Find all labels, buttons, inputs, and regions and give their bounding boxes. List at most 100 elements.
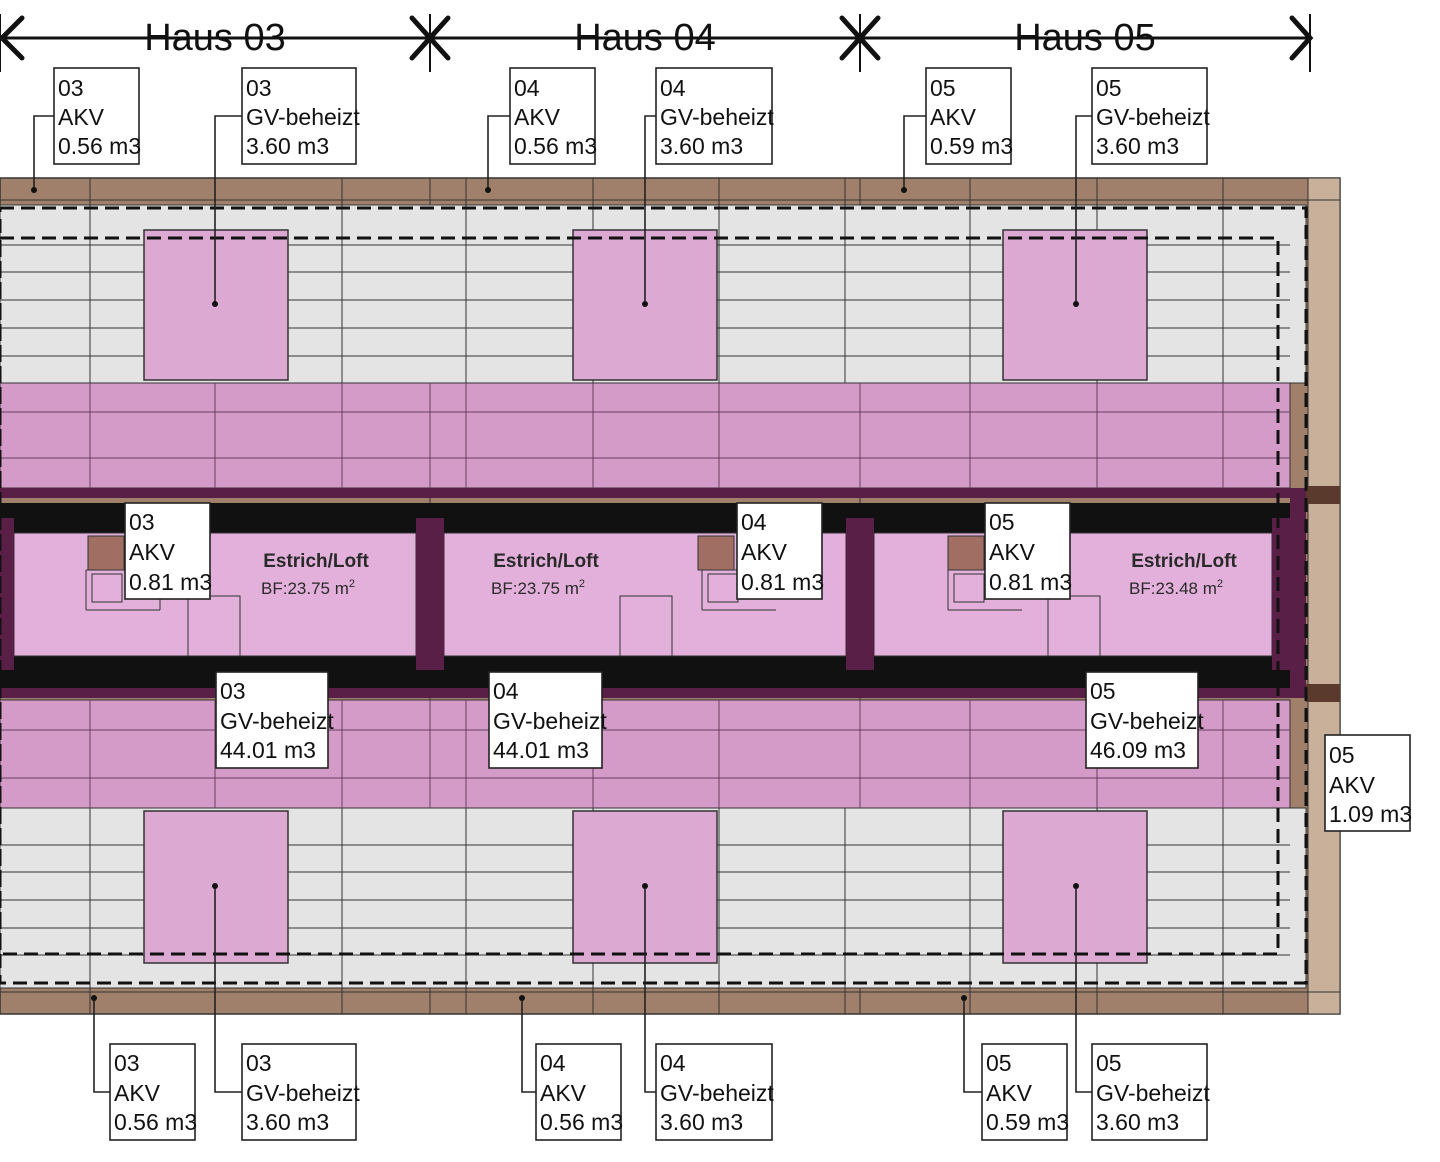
tag-volume: 0.56 m3 <box>540 1109 623 1135</box>
tag-haus-03-mid-gv: 03 GV-beheizt 44.01 m3 <box>215 671 334 769</box>
tag-volume: 44.01 m3 <box>220 737 316 763</box>
tag-id: 04 <box>493 678 519 704</box>
tag-haus-03-bottom-akv: 03 AKV 0.56 m3 <box>109 1043 197 1141</box>
tag-haus-03-bottom-gv: 03 GV-beheizt 3.60 m3 <box>241 1043 360 1141</box>
tag-volume: 44.01 m3 <box>493 737 589 763</box>
tag-id: 04 <box>660 75 686 101</box>
tag-volume: 0.56 m3 <box>58 133 141 159</box>
haus-03-title: Haus 03 <box>144 17 286 59</box>
tag-volume: 0.81 m3 <box>989 569 1072 595</box>
tag-type: AKV <box>989 539 1036 565</box>
tag-volume: 0.56 m3 <box>114 1109 197 1135</box>
tag-type: GV-beheizt <box>1090 708 1204 734</box>
haus-04-title: Haus 04 <box>574 17 716 59</box>
tag-haus-04-top-akv: 04 AKV 0.56 m3 <box>509 67 597 165</box>
beam-top <box>0 503 1290 533</box>
tag-haus-03-top-gv: 03 GV-beheizt 3.60 m3 <box>241 67 360 165</box>
tag-id: 03 <box>129 509 155 535</box>
tag-volume: 0.59 m3 <box>986 1109 1069 1135</box>
tag-type: GV-beheizt <box>1096 104 1210 130</box>
tag-id: 05 <box>1096 1050 1122 1076</box>
tag-type: AKV <box>514 104 561 130</box>
tag-id: 05 <box>1329 742 1355 768</box>
tag-type: AKV <box>986 1080 1033 1106</box>
tag-id: 04 <box>540 1050 566 1076</box>
heated-band-top <box>0 382 1291 489</box>
room-name: Estrich/Loft <box>1131 551 1237 572</box>
tag-id: 05 <box>986 1050 1012 1076</box>
tag-type: AKV <box>1329 772 1376 798</box>
room-name: Estrich/Loft <box>493 551 599 572</box>
tag-id: 05 <box>1096 75 1122 101</box>
room-label-haus-04: Estrich/Loft BF:23.75 m2 <box>491 551 599 598</box>
tag-id: 03 <box>58 75 84 101</box>
tag-type: GV-beheizt <box>1096 1080 1210 1106</box>
tag-type: AKV <box>930 104 977 130</box>
dashed-boundaries <box>0 206 1308 985</box>
tag-haus-05-side-akv: 05 AKV 1.09 m3 <box>1324 734 1412 832</box>
tag-haus-05-mid-gv: 05 GV-beheizt 46.09 m3 <box>1085 671 1204 769</box>
room-name: Estrich/Loft <box>263 551 369 572</box>
tag-type: GV-beheizt <box>493 708 607 734</box>
wall-plate-top <box>0 488 1306 498</box>
tag-haus-04-bottom-gv: 04 GV-beheizt 3.60 m3 <box>655 1043 774 1141</box>
tag-volume: 3.60 m3 <box>1096 1109 1179 1135</box>
tag-volume: 46.09 m3 <box>1090 737 1186 763</box>
tag-type: GV-beheizt <box>220 708 334 734</box>
joist-end-bottom <box>1306 684 1340 702</box>
tag-volume: 3.60 m3 <box>246 1109 329 1135</box>
tag-type: AKV <box>129 539 176 565</box>
tag-type: AKV <box>58 104 105 130</box>
room-area: BF:23.75 m2 <box>261 578 355 598</box>
room-area: BF:23.75 m2 <box>491 578 585 598</box>
room-area: BF:23.48 m2 <box>1129 578 1223 598</box>
tag-volume: 3.60 m3 <box>246 133 329 159</box>
leader-dots <box>31 187 1079 1001</box>
tag-volume: 0.59 m3 <box>930 133 1013 159</box>
beam-bottom <box>0 656 1290 688</box>
tag-type: GV-beheizt <box>246 104 360 130</box>
tag-haus-03-top-akv: 03 AKV 0.56 m3 <box>53 67 141 165</box>
tag-id: 05 <box>930 75 956 101</box>
wall-plate-bottom <box>0 688 1306 698</box>
tag-id: 04 <box>660 1050 686 1076</box>
tag-type: GV-beheizt <box>660 1080 774 1106</box>
tag-haus-05-bottom-akv: 05 AKV 0.59 m3 <box>981 1043 1069 1141</box>
tag-volume: 0.81 m3 <box>741 569 824 595</box>
tag-haus-05-top-akv: 05 AKV 0.59 m3 <box>925 67 1013 165</box>
leader-lines <box>33 115 1092 1093</box>
tag-volume: 3.60 m3 <box>660 1109 743 1135</box>
tag-haus-03-mid-akv: 03 AKV 0.81 m3 <box>124 502 212 600</box>
tag-id: 04 <box>514 75 540 101</box>
haus-dimension-line <box>0 14 1314 72</box>
tag-type: AKV <box>114 1080 161 1106</box>
tag-volume: 0.56 m3 <box>514 133 597 159</box>
tag-id: 03 <box>246 1050 272 1076</box>
tag-id: 05 <box>989 509 1015 535</box>
haus-05-title: Haus 05 <box>1014 17 1156 59</box>
joist-end-top <box>1306 486 1340 504</box>
room-label-haus-05: Estrich/Loft BF:23.48 m2 <box>1129 551 1237 598</box>
tag-haus-05-bottom-gv: 05 GV-beheizt 3.60 m3 <box>1091 1043 1210 1141</box>
tag-id: 04 <box>741 509 767 535</box>
room-label-haus-03: Estrich/Loft BF:23.75 m2 <box>261 551 369 598</box>
tag-type: GV-beheizt <box>246 1080 360 1106</box>
tag-haus-05-mid-akv: 05 AKV 0.81 m3 <box>984 502 1072 600</box>
tag-haus-05-top-gv: 05 GV-beheizt 3.60 m3 <box>1091 67 1210 165</box>
tag-type: AKV <box>741 539 788 565</box>
tag-id: 03 <box>114 1050 140 1076</box>
tag-haus-04-bottom-akv: 04 AKV 0.56 m3 <box>535 1043 623 1141</box>
gable-wall-right <box>1290 488 1306 698</box>
tag-haus-04-mid-akv: 04 AKV 0.81 m3 <box>736 502 824 600</box>
tag-id: 05 <box>1090 678 1116 704</box>
tag-id: 03 <box>220 678 246 704</box>
tag-volume: 3.60 m3 <box>660 133 743 159</box>
tag-haus-04-top-gv: 04 GV-beheizt 3.60 m3 <box>655 67 774 165</box>
tag-haus-04-mid-gv: 04 GV-beheizt 44.01 m3 <box>488 671 607 769</box>
heated-band-bottom <box>0 699 1291 809</box>
tag-volume: 3.60 m3 <box>1096 133 1179 159</box>
tag-volume: 1.09 m3 <box>1329 801 1412 827</box>
tag-id: 03 <box>246 75 272 101</box>
tag-volume: 0.81 m3 <box>129 569 212 595</box>
